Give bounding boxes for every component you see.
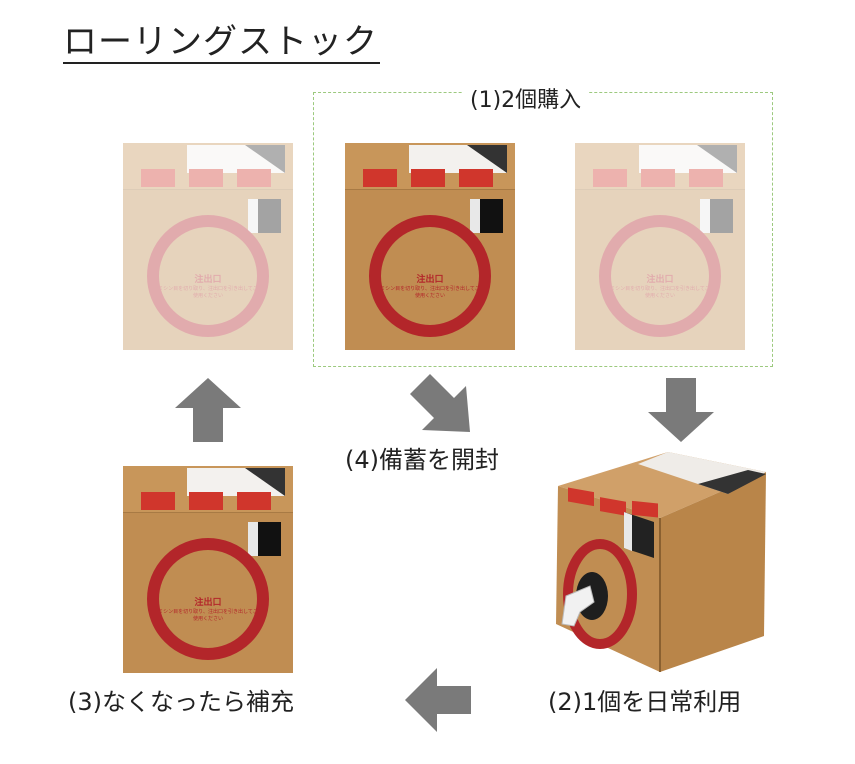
box-used-faded: 注出口 ミシン目を切り取り、注出口を引き出してご使用ください <box>123 143 293 350</box>
step-3-label: (3)なくなったら補充 <box>68 688 294 716</box>
box-stock-1: 注出口 ミシン目を切り取り、注出口を引き出してご使用ください <box>345 143 515 350</box>
brand-sticker <box>470 199 503 233</box>
spout-label: 注出口 <box>646 275 674 285</box>
spout-label: 注出口 <box>194 275 222 285</box>
brand-sticker <box>248 522 281 556</box>
box-refill: 注出口 ミシン目を切り取り、注出口を引き出してご使用ください <box>123 466 293 673</box>
spout-instructions: ミシン目を切り取り、注出口を引き出してご使用ください <box>380 286 480 299</box>
brand-sticker <box>700 199 733 233</box>
arrow-down-icon <box>648 378 714 442</box>
brand-sticker <box>248 199 281 233</box>
spout-instructions: ミシン目を切り取り、注出口を引き出してご使用ください <box>158 286 258 299</box>
step-4-label: (4)備蓄を開封 <box>345 446 499 474</box>
spout-label: 注出口 <box>194 598 222 608</box>
spout-instructions: ミシン目を切り取り、注出口を引き出してご使用ください <box>610 286 710 299</box>
spout-instructions: ミシン目を切り取り、注出口を引き出してご使用ください <box>158 609 258 622</box>
arrow-down-right-icon <box>410 374 470 432</box>
step-1-label: (1)2個購入 <box>462 82 590 114</box>
arrow-up-icon <box>175 378 241 442</box>
step-2-label: (2)1個を日常利用 <box>548 688 742 716</box>
arrow-left-icon <box>405 668 471 732</box>
diagram-title: ローリングストック <box>63 22 380 64</box>
box-in-use <box>556 452 766 672</box>
box-stock-2-faded: 注出口 ミシン目を切り取り、注出口を引き出してご使用ください <box>575 143 745 350</box>
spout-label: 注出口 <box>416 275 444 285</box>
